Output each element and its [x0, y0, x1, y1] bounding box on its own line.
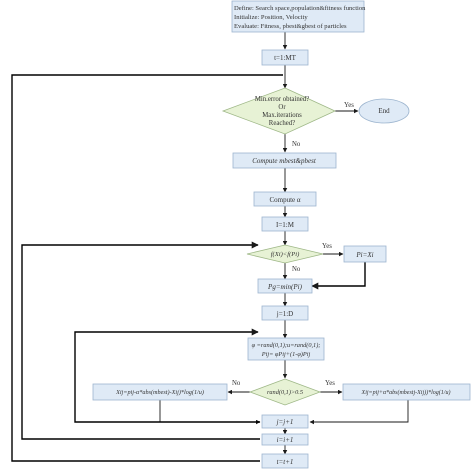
decision-stop-line1: Min.error obtained? — [255, 96, 309, 103]
label-rand-yes: Yes — [325, 380, 335, 387]
update-pi-label: Pi=Xi — [355, 251, 373, 259]
decision-fitness: f(Xi)<f(Pi) — [246, 244, 324, 264]
label-fitness-no: No — [292, 266, 301, 273]
node-compute-mbest: Compute mbest&pbest — [232, 152, 337, 169]
init-line1: Define: Search space,population&fitness … — [234, 5, 366, 12]
init-line3: Evaluate: Fitness, pbest&gbest of partic… — [234, 23, 347, 30]
decision-stop: Min.error obtained? Or Max.iterations Re… — [221, 87, 336, 135]
inc-j-label: j=j+1 — [276, 418, 294, 426]
loop-t-label: t=1:MT — [274, 54, 297, 62]
decision-stop-line2: Or — [278, 104, 286, 111]
loop-back-i — [21, 241, 260, 440]
node-init: Define: Search space,population&fitness … — [231, 0, 366, 33]
edge-left-to-inc-j — [159, 400, 261, 425]
decision-stop-line3: Max.iterations — [262, 112, 302, 119]
node-inc-t: t=t+1 — [261, 453, 309, 469]
node-loop-t: t=1:MT — [261, 49, 309, 66]
node-random-block: φ =rand(0,1);u=rand(0,1); Pij= φPij+(1-φ… — [247, 337, 325, 361]
inc-t-label: t=t+1 — [277, 458, 294, 466]
edge-pi-to-pg — [311, 262, 366, 290]
loop-back-t — [11, 74, 283, 462]
node-end: End — [358, 98, 410, 124]
node-loop-i: I=1:M — [261, 216, 309, 232]
node-update-right: Xij=pij+α*abs(mbestj-Xij))*log(1/u) — [342, 383, 471, 401]
init-line2: Initialize: Position, Velocity — [234, 14, 308, 21]
node-inc-i: i=i+1 — [261, 433, 309, 446]
loop-i-label: I=1:M — [276, 221, 295, 229]
compute-alpha-label: Compute α — [269, 196, 300, 204]
update-right-label: Xij=pij+α*abs(mbestj-Xij))*log(1/u) — [361, 389, 451, 396]
node-update-pi: Pi=Xi — [343, 245, 387, 263]
label-fitness-yes: Yes — [322, 243, 332, 250]
node-inc-j: j=j+1 — [261, 414, 309, 429]
loop-j-label: j=1:D — [276, 310, 293, 318]
node-compute-alpha: Compute α — [253, 191, 317, 207]
update-pg-label: Pg=min(Pi) — [267, 283, 303, 291]
decision-fitness-label: f(Xi)<f(Pi) — [271, 251, 300, 258]
label-stop-yes: Yes — [344, 102, 354, 109]
label-rand-no: No — [232, 380, 241, 387]
compute-mbest-label: Compute mbest&pbest — [252, 157, 317, 165]
decision-stop-line4: Reached? — [269, 120, 295, 127]
connectors — [11, 32, 409, 462]
end-label: End — [378, 107, 390, 115]
node-update-left: Xij=pij-α*abs(mbest)-Xij)*log(1/u) — [92, 383, 228, 401]
decision-rand-label: rand(0,1)>0.5 — [267, 389, 303, 396]
loop-back-j — [74, 328, 260, 423]
edge-right-to-inc-j — [309, 400, 409, 425]
decision-rand: rand(0,1)>0.5 — [248, 378, 322, 406]
random-block-line2: Pij= φPij+(1-φ)Pij — [261, 351, 311, 358]
node-loop-j: j=1:D — [261, 305, 309, 321]
update-left-label: Xij=pij-α*abs(mbest)-Xij)*log(1/u) — [115, 389, 204, 396]
node-update-pg: Pg=min(Pi) — [257, 278, 313, 294]
inc-i-label: i=i+1 — [277, 436, 294, 444]
random-block-line1: φ =rand(0,1);u=rand(0,1); — [252, 342, 321, 349]
label-stop-no: No — [292, 141, 301, 148]
